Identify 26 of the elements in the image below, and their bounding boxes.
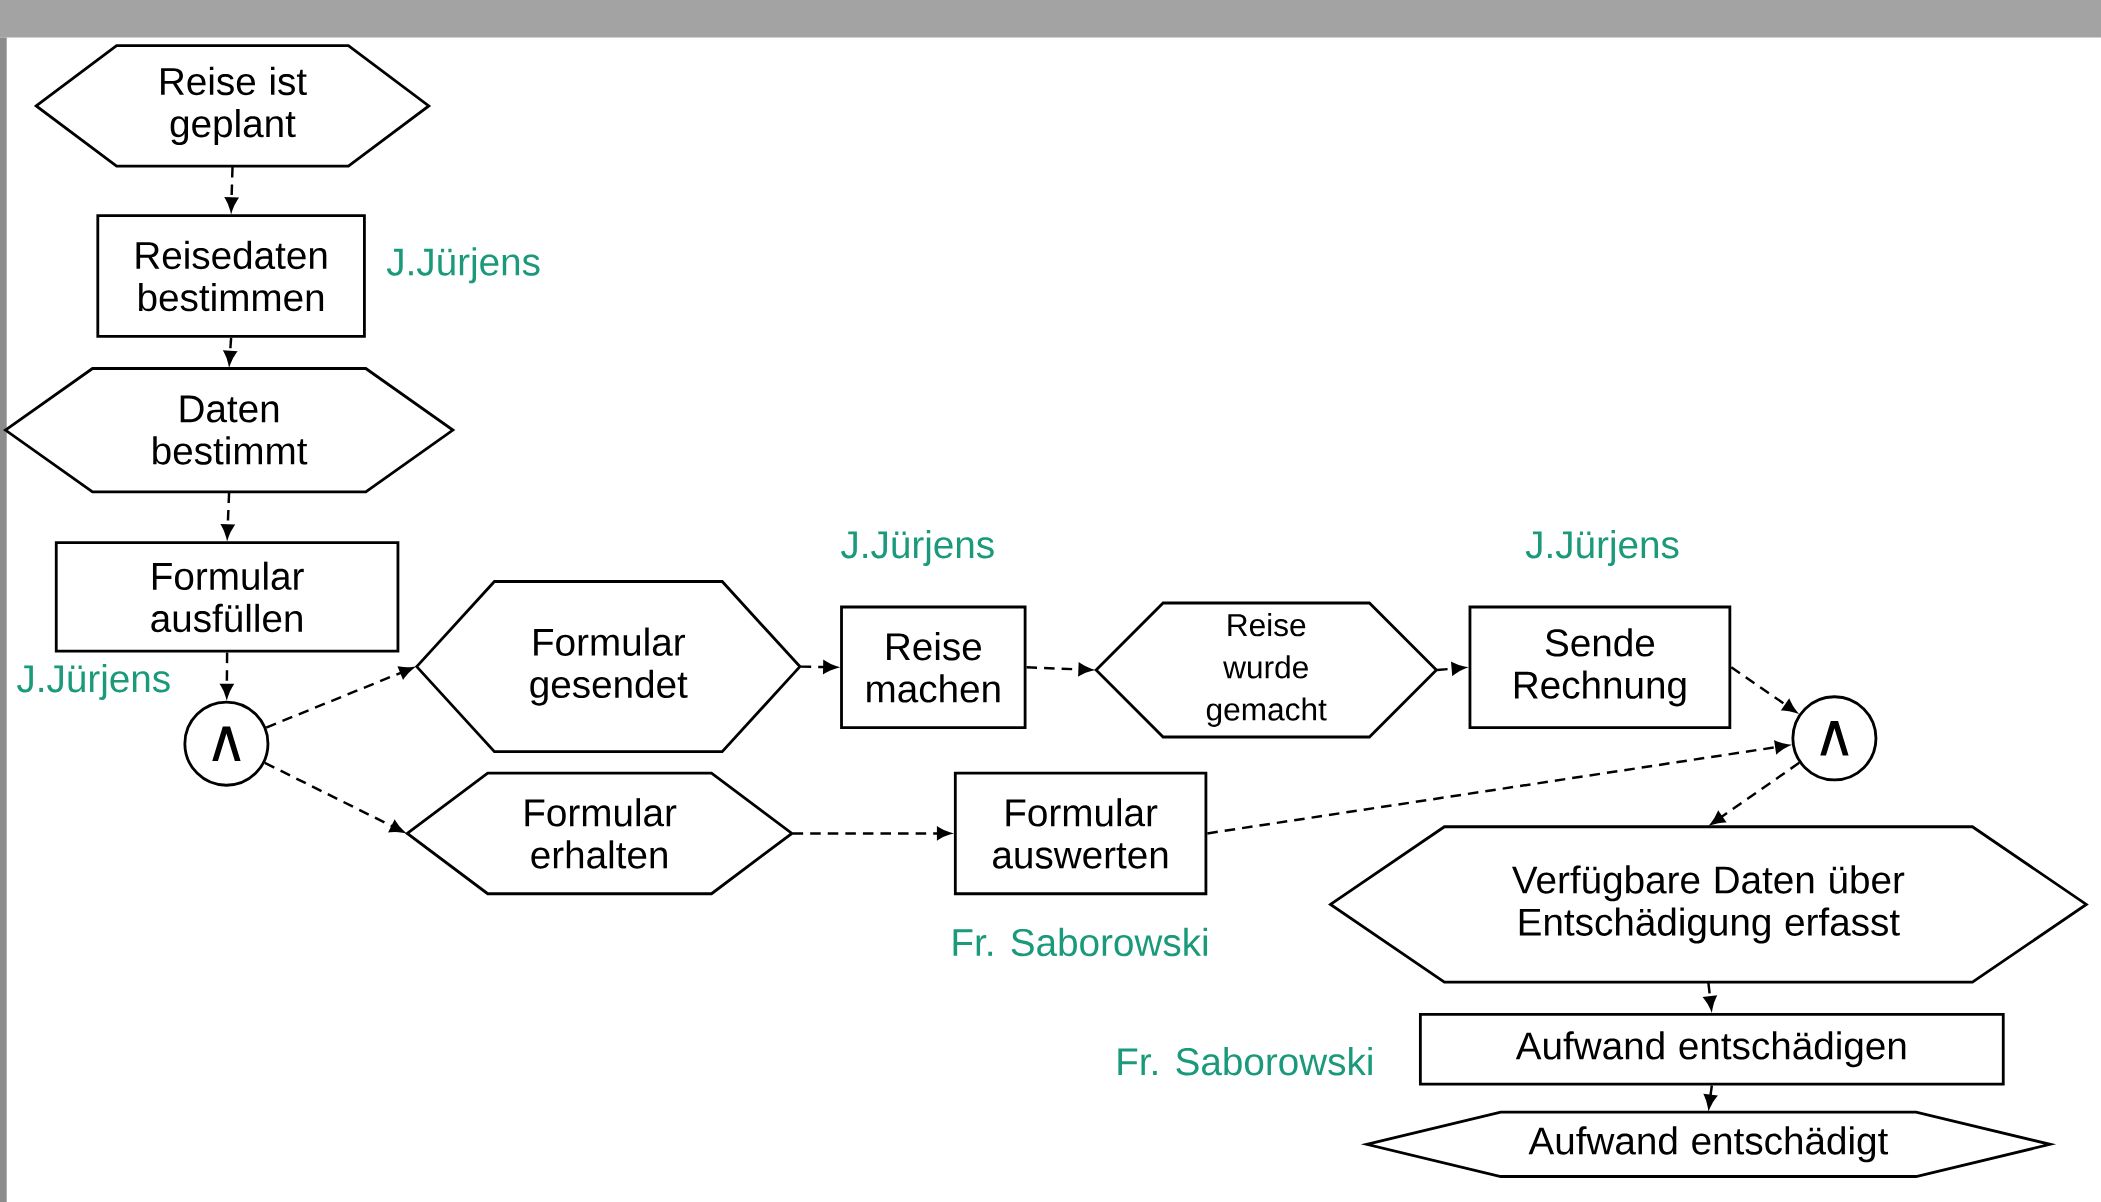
function-box: Formular ausfüllen (54, 541, 400, 653)
arrow (221, 492, 235, 539)
arrow (225, 166, 238, 212)
arrow (1710, 761, 1800, 825)
arrow (1436, 662, 1466, 676)
role-label: Fr. Saborowski (953, 927, 1208, 957)
role-label: J.Jürjens (386, 247, 540, 284)
function-box: Reisedaten bestimmen (96, 214, 366, 338)
arrow (220, 652, 234, 698)
function-box: Formular auswerten (953, 771, 1208, 896)
arrow (264, 761, 404, 833)
arrow (265, 666, 414, 729)
arrow (1026, 663, 1093, 676)
role-label: J.Jürjens (17, 664, 170, 701)
function-box: Aufwand entschädigen (1418, 1013, 2005, 1086)
arrow (1730, 666, 1797, 713)
arrow (1703, 982, 1717, 1010)
arrow (1704, 1085, 1717, 1109)
role-label: J.Jürjens (1525, 530, 1679, 567)
arrow (223, 337, 237, 365)
event-hexagon: Reise wurde gemacht (1094, 601, 1439, 739)
function-box: Reise machen (840, 605, 1027, 730)
role-label: Fr. Saborowski (1118, 1047, 1372, 1076)
role-label: J.Jürjens (841, 530, 994, 567)
function-box: Sende Rechnung (1468, 605, 1732, 730)
arrow (1207, 740, 1789, 835)
